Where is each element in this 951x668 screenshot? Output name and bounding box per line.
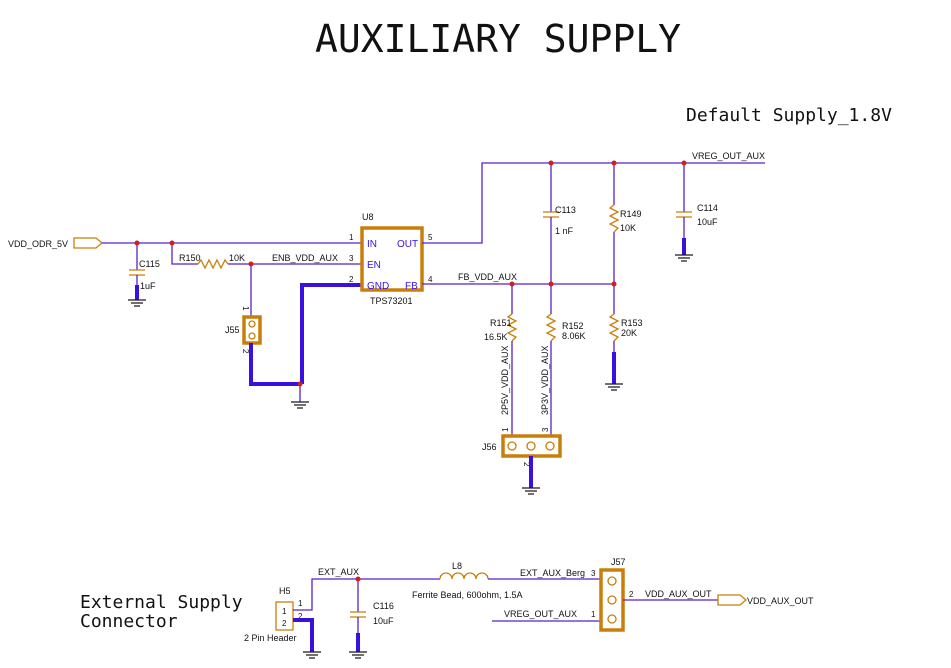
u8-num-fb: 4 (428, 275, 433, 284)
capacitor-c115: C115 1uF (129, 243, 160, 300)
c115-value: 1uF (140, 281, 156, 291)
j55-ref: J55 (225, 325, 240, 335)
r153-ref: R153 (621, 318, 643, 328)
u8-pin-out: OUT (397, 239, 418, 250)
jumper-j56: J56 2 (482, 434, 562, 467)
resistor-r151: R151 16.5K 2P5V_VDD_AUX 1 (484, 284, 518, 442)
u8-pin-in: IN (367, 239, 377, 250)
ground-icon (675, 254, 693, 262)
c116-ref: C116 (373, 601, 394, 611)
r150-ref: R150 (179, 253, 201, 263)
l8-ref: L8 (452, 561, 462, 571)
ferrite-bead-l8: L8 Ferrite Bead, 600ohm, 1.5A (412, 561, 523, 600)
u8-pin-gnd: GND (367, 281, 389, 292)
j56-ref: J56 (482, 442, 497, 452)
external-supply-label-line1: External Supply (80, 592, 243, 613)
fb-vdd-aux-net: FB_VDD_AUX (458, 272, 517, 282)
j56-pin1: 1 (501, 427, 510, 432)
h5-pin2: 2 (298, 612, 303, 621)
jumper-j57: J57 (599, 557, 626, 632)
net-3p3v-vdd-aux: 3P3V_VDD_AUX (540, 345, 550, 415)
vdd-odr-port-label: VDD_ODR_5V (8, 239, 68, 249)
resistor-r149: R149 10K (608, 163, 642, 284)
u8-pin-fb: FB (405, 281, 418, 292)
ground-icon (349, 651, 367, 659)
net-2p5v-vdd-aux: 2P5V_VDD_AUX (500, 345, 510, 415)
page-title: AUXILIARY SUPPLY (315, 17, 681, 61)
vdd-aux-out-port: VDD_AUX_OUT (717, 594, 814, 606)
regulator-u8: U8 IN EN GND OUT FB 1 3 2 5 4 TPS73201 (349, 212, 433, 306)
enb-vdd-aux-net: ENB_VDD_AUX (272, 253, 338, 263)
h5-desc: 2 Pin Header (244, 633, 297, 643)
u8-num-gnd: 2 (349, 275, 354, 284)
wire-j55-gnd (249, 343, 300, 386)
r152-value: 8.06K (562, 331, 586, 341)
vdd-odr-port: VDD_ODR_5V (8, 237, 104, 249)
resistor-r152: R152 8.06K 3P3V_VDD_AUX 3 (540, 284, 586, 442)
j57-pin2: 2 (629, 590, 634, 599)
h5-pin1-inner: 1 (282, 607, 287, 616)
u8-ref: U8 (362, 212, 374, 222)
c114-ref: C114 (697, 203, 718, 213)
r153-value: 20K (621, 328, 637, 338)
resistor-r150: R150 10K (179, 253, 245, 270)
ext-aux-berg-net: EXT_AUX_Berg (520, 568, 585, 578)
resistor-r153: R153 20K (608, 284, 643, 384)
r151-value: 16.5K (484, 332, 508, 342)
capacitor-c113: C113 1 nF (543, 163, 576, 284)
c114-value: 10uF (697, 217, 718, 227)
j57-pin3: 3 (591, 569, 596, 578)
capacitor-c114: C114 10uF (676, 163, 718, 255)
c113-ref: C113 (555, 205, 576, 215)
u8-pin-en: EN (367, 260, 381, 271)
ground-icon (303, 651, 321, 659)
wire-ext-aux (293, 578, 440, 611)
jumper-j55: J55 1 2 (225, 306, 262, 354)
j56-pin2: 2 (522, 462, 531, 467)
u8-part: TPS73201 (370, 296, 413, 306)
h5-pin1: 1 (298, 599, 303, 608)
c116-value: 10uF (373, 616, 394, 626)
r149-value: 10K (620, 223, 636, 233)
ground-icon (128, 299, 146, 307)
wire-en-branch (171, 243, 198, 265)
wire-h5-gnd (293, 618, 314, 652)
j57-pin1: 1 (591, 610, 596, 619)
r150-value: 10K (229, 253, 245, 263)
capacitor-c116: C116 10uF (350, 579, 394, 652)
ground-icon (605, 383, 623, 391)
wire-out (422, 162, 765, 244)
r151-ref: R151 (490, 318, 512, 328)
u8-num-out: 5 (428, 233, 433, 242)
c115-ref: C115 (139, 259, 160, 269)
l8-desc: Ferrite Bead, 600ohm, 1.5A (412, 590, 523, 600)
vreg-out-aux-net: VREG_OUT_AUX (692, 151, 765, 161)
ext-aux-net: EXT_AUX (318, 567, 359, 577)
vreg-out-aux-net-2: VREG_OUT_AUX (504, 609, 577, 619)
j56-pin3: 3 (541, 427, 550, 432)
wire-u8-gnd (300, 283, 362, 384)
u8-num-en: 3 (349, 254, 354, 263)
external-supply-label-line2: Connector (80, 611, 178, 632)
c113-value: 1 nF (555, 226, 574, 236)
h5-pin2-inner: 2 (282, 619, 287, 628)
junction-dots (134, 160, 687, 582)
header-h5: H5 1 2 1 2 2 Pin Header (244, 586, 303, 643)
vdd-aux-out-net: VDD_AUX_OUT (645, 589, 712, 599)
j55-pin1: 1 (241, 306, 250, 311)
vdd-aux-out-port-label: VDD_AUX_OUT (747, 596, 814, 606)
u8-num-in: 1 (349, 233, 354, 242)
r152-ref: R152 (562, 321, 584, 331)
h5-ref: H5 (279, 586, 291, 596)
r149-ref: R149 (620, 209, 642, 219)
ground-icon (291, 401, 309, 409)
j55-pin2: 2 (241, 349, 250, 354)
j57-ref: J57 (611, 557, 626, 567)
ground-icon (522, 487, 540, 495)
default-supply-label: Default Supply_1.8V (686, 105, 892, 126)
